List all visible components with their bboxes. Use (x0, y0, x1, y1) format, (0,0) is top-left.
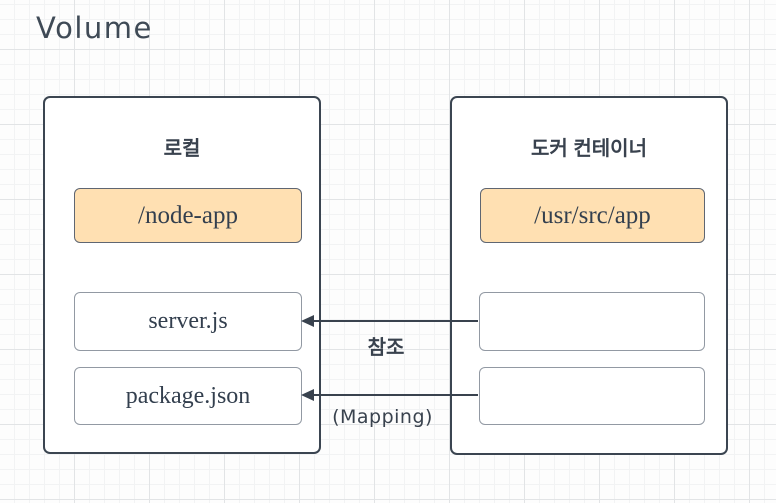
mapping-arrow-head-icon (301, 389, 314, 401)
local-panel: 로컬 /node-app server.js package.json (43, 96, 321, 454)
container-file-box-1 (479, 292, 705, 351)
diagram-title: Volume (36, 11, 153, 45)
mapping-arrow (313, 394, 478, 396)
local-volume-path-box: /node-app (74, 188, 302, 243)
mapping-arrow-label: (Mapping) (332, 406, 433, 428)
docker-container-panel: 도커 컨테이너 /usr/src/app (450, 96, 728, 455)
reference-arrow-label: 참조 (367, 337, 405, 359)
reference-arrow-head-icon (301, 315, 314, 327)
local-file-package-json: package.json (74, 367, 302, 425)
local-panel-title: 로컬 (163, 138, 201, 160)
container-file-box-2 (479, 367, 705, 425)
reference-arrow (313, 320, 478, 322)
local-file-server-js: server.js (74, 292, 302, 351)
docker-container-panel-title: 도커 컨테이너 (531, 138, 647, 160)
container-volume-path-box: /usr/src/app (480, 188, 705, 243)
